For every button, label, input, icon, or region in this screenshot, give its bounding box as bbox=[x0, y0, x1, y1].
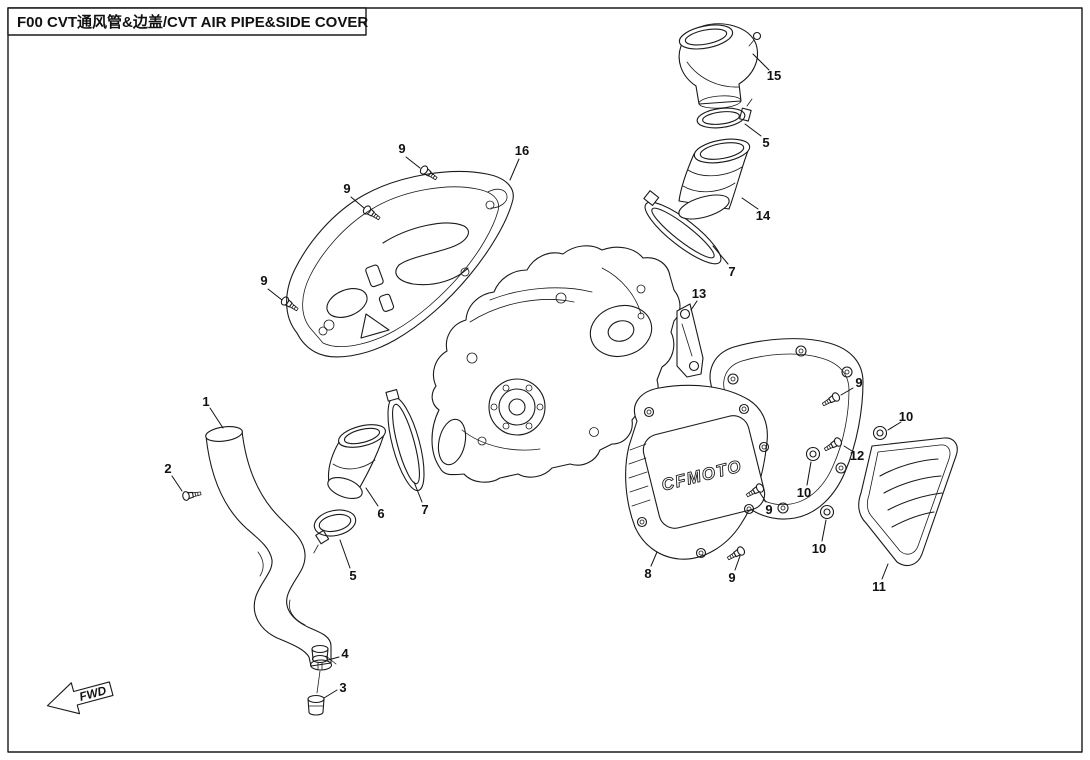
callout-leader-10 bbox=[887, 421, 902, 431]
part-11-side-plate bbox=[858, 437, 958, 566]
part-15-intake-elbow bbox=[678, 23, 762, 109]
fwd-label: FWD bbox=[78, 683, 108, 704]
callout-leader-11 bbox=[881, 563, 889, 580]
callout-label-10: 10 bbox=[812, 541, 826, 556]
callout-label-8: 8 bbox=[644, 566, 651, 581]
callout-leader-13 bbox=[690, 300, 698, 311]
part-13-bracket bbox=[676, 303, 704, 378]
part-1-air-pipe bbox=[205, 426, 333, 671]
callout-leader-9 bbox=[759, 492, 767, 503]
callout-leader-10 bbox=[806, 461, 812, 486]
callout-leader-7 bbox=[712, 245, 729, 265]
part-7-seal-lower bbox=[385, 389, 425, 492]
part-7-seal-upper bbox=[643, 190, 722, 265]
callout-label-7: 7 bbox=[728, 264, 735, 279]
callout-label-5: 5 bbox=[349, 568, 356, 583]
callout-label-6: 6 bbox=[377, 506, 384, 521]
callout-leader-2 bbox=[171, 475, 183, 492]
callout-leader-6 bbox=[365, 487, 379, 507]
explode-axis-line bbox=[316, 670, 321, 694]
callout-label-15: 15 bbox=[767, 68, 781, 83]
crankcase-reference bbox=[431, 245, 681, 483]
page-title: F00 CVT通风管&边盖/CVT AIR PIPE&SIDE COVER bbox=[17, 13, 368, 31]
callout-label-9: 9 bbox=[398, 141, 405, 156]
callout-label-4: 4 bbox=[341, 646, 349, 661]
fwd-arrow: FWD bbox=[46, 681, 114, 715]
callout-leader-1 bbox=[209, 407, 224, 429]
callout-leader-9 bbox=[267, 288, 283, 301]
callout-leader-10 bbox=[821, 519, 827, 542]
callout-label-9: 9 bbox=[728, 570, 735, 585]
callout-label-10: 10 bbox=[899, 409, 913, 424]
callout-label-7: 7 bbox=[421, 502, 428, 517]
callout-leader-9 bbox=[350, 196, 365, 209]
callout-label-14: 14 bbox=[756, 208, 771, 223]
callout-label-3: 3 bbox=[339, 680, 346, 695]
part-14-air-duct bbox=[678, 138, 751, 220]
callout-leader-7 bbox=[413, 481, 423, 503]
callout-label-12: 12 bbox=[850, 448, 864, 463]
callout-leader-16 bbox=[509, 158, 520, 181]
callout-label-16: 16 bbox=[515, 143, 529, 158]
part-5-clamp-lower bbox=[313, 509, 357, 554]
part-4-drain-fitting bbox=[311, 644, 337, 671]
callout-label-9: 9 bbox=[343, 181, 350, 196]
callout-label-13: 13 bbox=[692, 286, 706, 301]
callout-leader-9 bbox=[405, 156, 421, 169]
callout-leader-9 bbox=[734, 555, 741, 571]
callout-label-1: 1 bbox=[202, 394, 209, 409]
callout-label-10: 10 bbox=[797, 485, 811, 500]
callout-leader-14 bbox=[741, 197, 759, 210]
callout-leader-9 bbox=[840, 387, 854, 396]
part-6-rubber-elbow bbox=[327, 424, 386, 500]
callout-leader-12 bbox=[843, 445, 853, 452]
callout-label-5: 5 bbox=[762, 135, 769, 150]
part-3-drain-cap bbox=[307, 694, 325, 716]
part-5-clamp-upper bbox=[696, 98, 753, 129]
callout-leader-15 bbox=[752, 53, 770, 71]
part-8-cvt-side-cover: CFMOTO bbox=[625, 384, 770, 560]
callout-label-2: 2 bbox=[164, 461, 171, 476]
callout-label-9: 9 bbox=[765, 502, 772, 517]
callout-label-9: 9 bbox=[855, 375, 862, 390]
part-16-cvt-inner-cover bbox=[286, 170, 514, 358]
callout-label-9: 9 bbox=[260, 273, 267, 288]
callout-leader-8 bbox=[650, 551, 658, 567]
callout-leader-4 bbox=[327, 656, 340, 661]
callout-label-11: 11 bbox=[872, 579, 886, 594]
callout-leader-5 bbox=[339, 539, 351, 569]
callout-leader-3 bbox=[323, 689, 338, 699]
callout-leader-5 bbox=[744, 123, 762, 137]
title-box bbox=[7, 7, 367, 36]
